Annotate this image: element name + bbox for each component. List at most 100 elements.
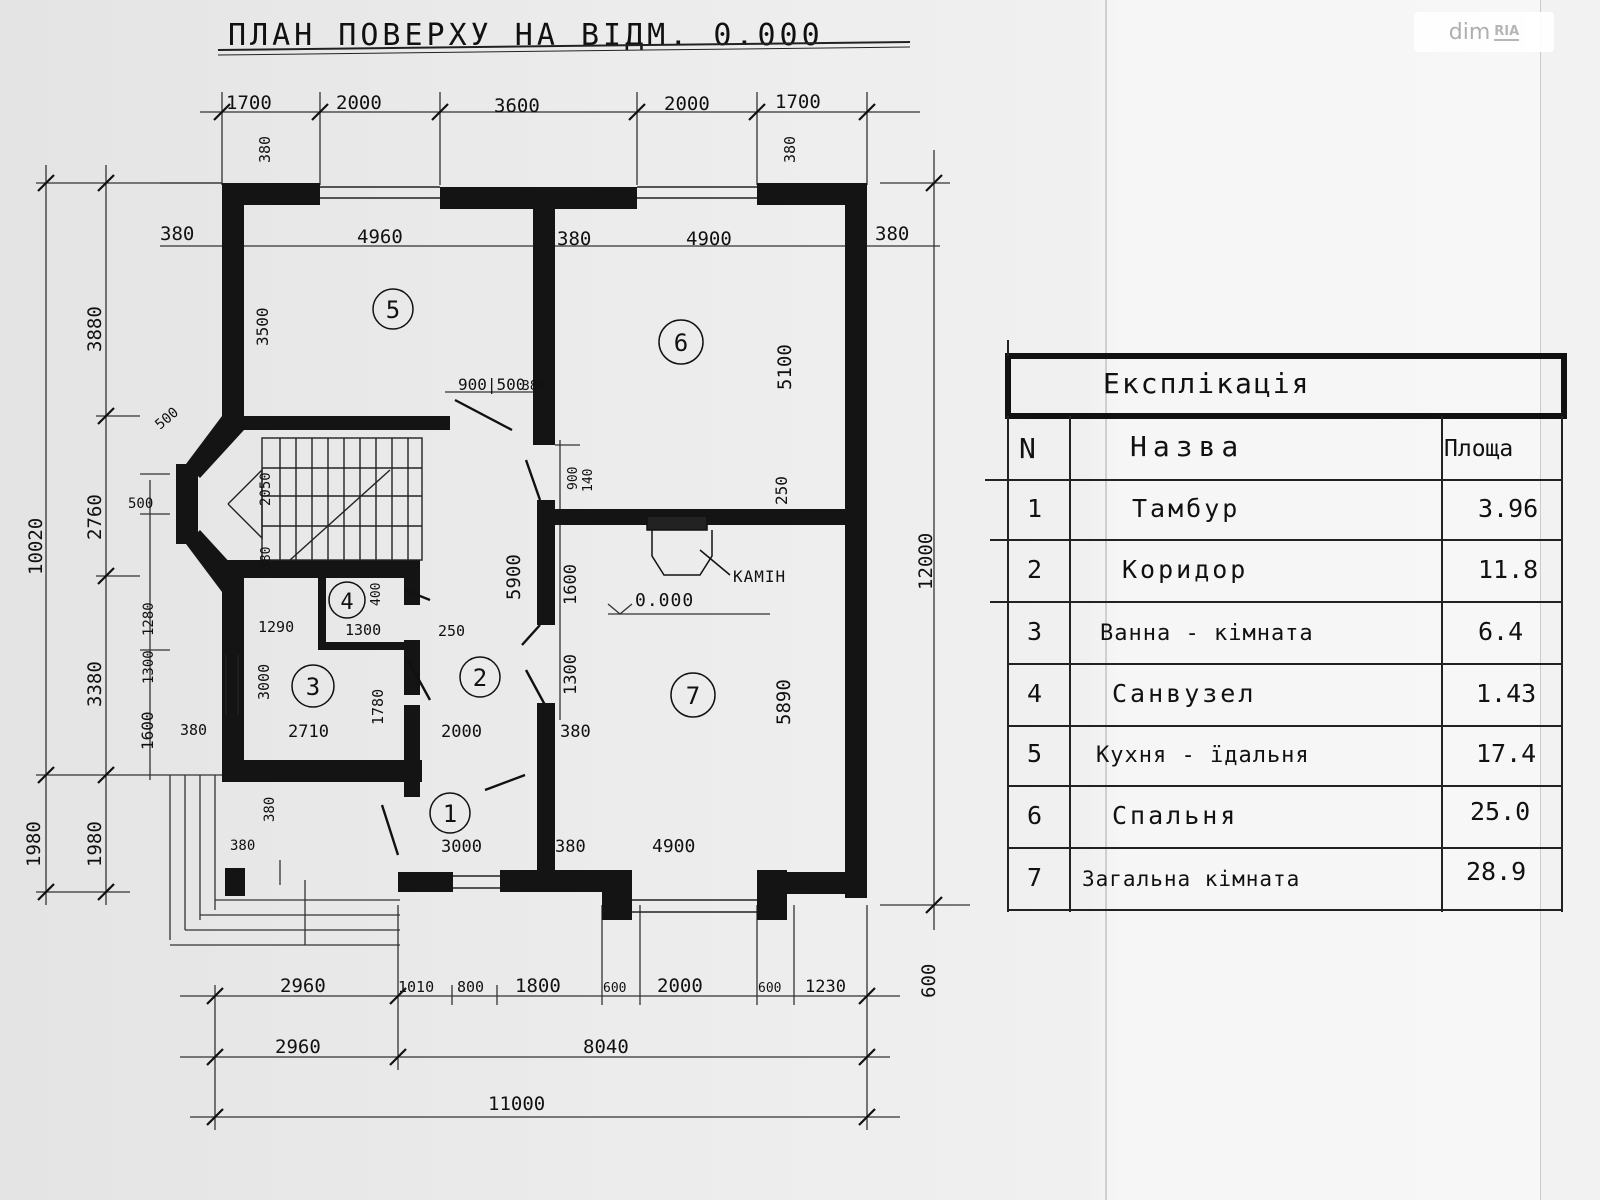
table-rows: 1 Тамбур 3.96 2 Коридор 11.8 3 Ванна - к… xyxy=(1027,494,1538,892)
dim-bottom-7: 600 xyxy=(758,981,781,996)
dim-right-bottom: 600 xyxy=(918,964,940,998)
top-dimension-labels: 1700 2000 3600 2000 1700 380 4960 380 49… xyxy=(160,91,909,250)
room-number-2: 2 xyxy=(473,664,487,692)
watermark-brand: RIA xyxy=(1494,23,1520,41)
dim-inner-top-3: 380 xyxy=(557,228,591,250)
dimension-lines xyxy=(36,92,970,1130)
dim-bottom-4: 1800 xyxy=(515,975,561,997)
dim-1300-b: 1300 xyxy=(345,621,381,639)
dim-140: 140 xyxy=(581,469,596,492)
dim-3000-v: 3000 xyxy=(255,664,273,700)
room-markers: 1 2 3 4 5 6 7 xyxy=(291,288,716,834)
paper-fold-line xyxy=(1105,0,1107,1200)
dim-5900: 5900 xyxy=(503,554,525,600)
room-number-6: 6 xyxy=(674,329,688,357)
dimria-watermark-logo: dim RIA xyxy=(1414,12,1554,52)
dim-right-total: 12000 xyxy=(915,533,937,590)
dim-1290: 1290 xyxy=(258,618,294,636)
row-5-n: 5 xyxy=(1027,739,1042,768)
dim-380-e: 380 xyxy=(522,379,545,394)
dim-left-4: 1980 xyxy=(84,821,106,867)
table-title: Експлікація xyxy=(1103,367,1310,400)
dim-250-a: 250 xyxy=(772,476,791,505)
dim-bay-3: 1280 xyxy=(141,602,157,636)
dim-inner-top-2: 4960 xyxy=(357,226,403,248)
dim-left-2: 2760 xyxy=(84,494,106,540)
row-7-area: 28.9 xyxy=(1466,857,1526,886)
dim-wall-1: 380 xyxy=(180,721,207,739)
room-number-1: 1 xyxy=(443,800,457,828)
dim-4900: 4900 xyxy=(652,836,695,857)
dim-900-500: 900|500 xyxy=(458,375,525,394)
row-3-area: 6.4 xyxy=(1478,617,1523,646)
room-number-7: 7 xyxy=(686,682,700,710)
dim-2050: 2050 xyxy=(258,472,274,506)
windows xyxy=(225,186,757,913)
dim-wall-2: 380 xyxy=(262,797,278,822)
dim-bottom-row2-2: 8040 xyxy=(583,1036,629,1058)
paper-edge xyxy=(1540,0,1600,1200)
dim-3000: 3000 xyxy=(441,837,482,857)
dim-1780: 1780 xyxy=(369,689,387,725)
right-dimension-labels: 12000 600 xyxy=(915,533,940,998)
dim-top-4: 2000 xyxy=(664,93,710,115)
explication-table: Експлікація N Назва Площа 1 Тамбур 3.96 … xyxy=(985,340,1567,912)
fireplace-label: КАМІН xyxy=(733,567,786,586)
dim-top-3: 3600 xyxy=(494,95,540,117)
dim-inner-top-1: 380 xyxy=(160,223,194,245)
dim-380-a: 380 xyxy=(560,722,591,742)
row-7-name: Загальна кімната xyxy=(1082,867,1300,891)
level-mark: 0.000 xyxy=(635,590,694,611)
row-7-n: 7 xyxy=(1027,863,1042,892)
dim-bay-2: 500 xyxy=(128,496,153,512)
walls xyxy=(176,183,867,920)
dimension-ticks xyxy=(37,103,943,1126)
dim-bottom-row2-1: 2960 xyxy=(275,1036,321,1058)
dim-bay-4: 1300 xyxy=(141,650,157,684)
dim-bottom-2: 1010 xyxy=(398,978,434,996)
row-4-n: 4 xyxy=(1027,679,1042,708)
table-header-name: Назва xyxy=(1130,430,1244,463)
dim-380-b: 380 xyxy=(555,837,586,857)
row-2-n: 2 xyxy=(1027,555,1042,584)
room-number-4: 4 xyxy=(340,590,353,615)
dim-900: 900 xyxy=(566,467,581,490)
dim-2000: 2000 xyxy=(441,722,482,742)
fireplace xyxy=(646,515,731,576)
dim-inner-top-4: 4900 xyxy=(686,228,732,250)
doors xyxy=(380,398,547,856)
dim-bottom-3: 800 xyxy=(457,978,484,996)
dim-top-2: 2000 xyxy=(336,92,382,114)
dim-380-f: 380 xyxy=(259,547,274,570)
dim-380-d: 380 xyxy=(781,136,799,163)
row-1-name: Тамбур xyxy=(1132,494,1240,523)
dim-bottom-1: 2960 xyxy=(280,975,326,997)
dim-bottom-total: 11000 xyxy=(488,1093,545,1115)
dim-top-5: 1700 xyxy=(775,91,821,113)
table-header-n: N xyxy=(1019,432,1036,465)
room-number-5: 5 xyxy=(386,296,400,324)
dim-1600: 1600 xyxy=(561,564,581,605)
dim-bay-1: 500 xyxy=(152,405,182,434)
row-2-area: 11.8 xyxy=(1478,555,1538,584)
dim-bottom-6: 2000 xyxy=(657,975,703,997)
row-1-area: 3.96 xyxy=(1478,494,1538,523)
dim-bay-5: 1600 xyxy=(138,711,157,750)
row-6-area: 25.0 xyxy=(1470,797,1530,826)
dim-top-1: 1700 xyxy=(226,92,272,114)
dim-bottom-5: 600 xyxy=(603,981,626,996)
staircase xyxy=(227,437,423,561)
dim-400: 400 xyxy=(369,583,384,606)
dim-wall-3: 380 xyxy=(230,838,255,854)
dim-5890: 5890 xyxy=(773,679,795,725)
plan-title: ПЛАН ПОВЕРХУ НА ВІДМ. 0.000 xyxy=(228,18,824,53)
dim-250-b: 250 xyxy=(438,622,465,640)
row-4-area: 1.43 xyxy=(1476,679,1536,708)
bottom-dimension-labels: 2960 1010 800 1800 600 2000 600 1230 296… xyxy=(275,975,846,1115)
row-4-name: Санвузел xyxy=(1112,679,1256,708)
row-6-name: Спальня xyxy=(1112,801,1238,830)
dim-5100: 5100 xyxy=(774,344,796,390)
dim-1300-a: 1300 xyxy=(561,654,581,695)
row-5-name: Кухня - їдальня xyxy=(1096,743,1310,768)
